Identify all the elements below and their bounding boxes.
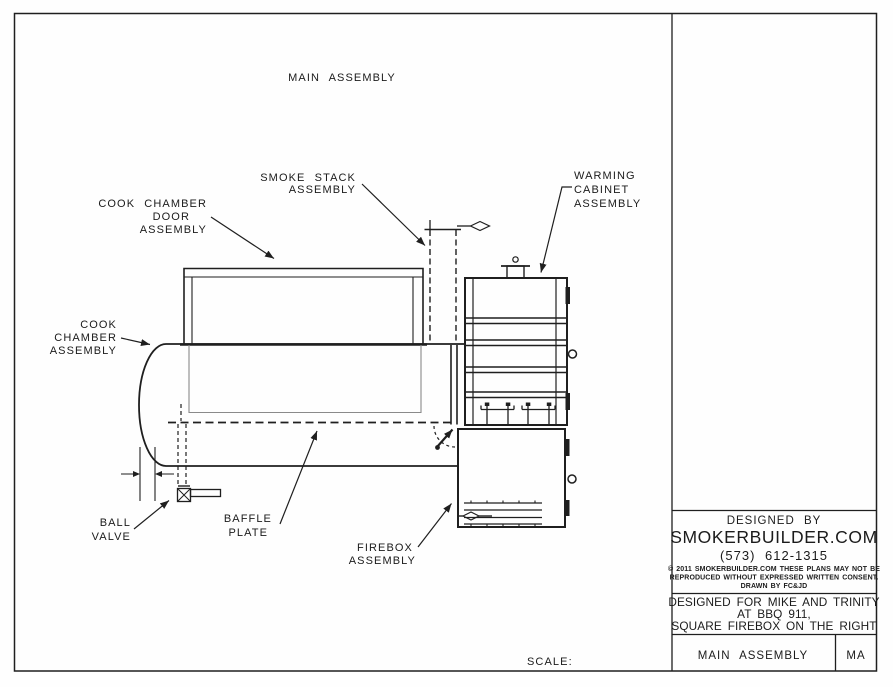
cabinet-hinge-top	[565, 287, 570, 304]
warming-cabinet-label: ASSEMBLY	[574, 198, 641, 210]
company-name: SMOKERBUILDER.COM	[670, 527, 878, 547]
tank-end-cap-arc	[138, 343, 167, 467]
leader-ball-valve	[133, 500, 170, 530]
firebox-air-vent	[458, 500, 542, 527]
designed-for-line: DESIGNED FOR MIKE AND TRINITY	[668, 595, 879, 609]
warming-cabinet-label: CABINET	[574, 184, 629, 196]
sheet-border	[13, 12, 878, 672]
sheet-frame	[13, 12, 878, 672]
dimension-arrowhead-right	[155, 471, 162, 477]
leader-cook-chamber	[120, 337, 151, 346]
smoke-stack-outline	[424, 220, 491, 425]
phone-number: (573) 612-1315	[720, 548, 828, 563]
title-block-dividers	[672, 509, 877, 636]
ball-valve-label: BALL	[100, 517, 131, 529]
stack-hidden-lines	[429, 230, 457, 344]
copyright-line: DRAWN BY FC&JD	[741, 583, 808, 590]
firebox-hinge-bottom	[565, 500, 570, 516]
cabinet-shelves	[466, 317, 566, 399]
ball-valve-assembly	[121, 424, 222, 503]
cabinet-vent-box	[506, 265, 525, 279]
firebox-body	[457, 428, 566, 528]
smoke-stack-label: ASSEMBLY	[289, 184, 356, 196]
warming-cabinet-label: WARMING	[574, 170, 636, 182]
cabinet-vent-knob	[512, 256, 519, 263]
leader-smoke-stack	[361, 183, 426, 246]
cook-chamber-outline	[138, 343, 466, 467]
warming-cabinet-outline	[464, 256, 578, 426]
valve-handle	[189, 488, 222, 498]
baffle-plate-label: PLATE	[228, 527, 268, 539]
leader-cook-chamber-door	[210, 216, 275, 260]
leader-firebox	[417, 503, 452, 548]
firebox-damper-lever	[433, 425, 456, 450]
firebox-hinge-top	[565, 439, 570, 456]
dimension-extension-lines	[139, 447, 156, 501]
dimension-arrowhead-left	[133, 471, 140, 477]
leader-lines	[120, 183, 572, 548]
title-block: DESIGNED BY SMOKERBUILDER.COM (573) 612-…	[668, 509, 880, 671]
copyright-line: © 2011 SMOKERBUILDER.COM THESE PLANS MAY…	[668, 565, 880, 573]
firebox-door-knob	[567, 474, 577, 484]
baffle-plate-label: BAFFLE	[224, 513, 272, 525]
cook-chamber-label: ASSEMBLY	[50, 345, 117, 357]
cook-chamber-door-label: DOOR	[153, 211, 190, 223]
door-opening-outline	[188, 345, 422, 414]
baffle-plate-lines	[168, 404, 453, 424]
scale-label: SCALE:	[527, 656, 573, 668]
cabinet-rack-foot-left	[480, 402, 515, 424]
cabinet-rack-foot-right	[521, 402, 556, 424]
valve-cross-detail	[177, 488, 191, 502]
stack-downpipe-lines	[450, 345, 458, 425]
cabinet-inner-walls	[472, 279, 557, 424]
designed-for-line: SQUARE FIREBOX ON THE RIGHT	[671, 619, 876, 633]
cook-chamber-label: CHAMBER	[54, 332, 117, 344]
sheet-title: MAIN ASSEMBLY	[698, 650, 808, 662]
cabinet-hinge-bottom	[565, 393, 570, 410]
copyright-line: REPRODUCED WITHOUT EXPRESSED WRITTEN CON…	[670, 575, 879, 582]
drawing-title: MAIN ASSEMBLY	[288, 72, 396, 84]
cabinet-door-knob	[567, 349, 578, 359]
designed-by-text: DESIGNED BY	[727, 515, 822, 527]
sheet-code: MA	[846, 650, 865, 662]
cook-chamber-door-label: ASSEMBLY	[140, 224, 207, 236]
vent-damper-handle	[461, 511, 481, 521]
cook-chamber-door-label: COOK CHAMBER	[98, 198, 207, 210]
stack-damper-handle	[469, 220, 491, 232]
valve-pipe-hidden-lines	[177, 424, 187, 486]
firebox-outline	[433, 425, 577, 528]
ball-valve-label: VALVE	[92, 531, 131, 543]
cabinet-body	[464, 277, 568, 426]
cook-chamber-label: COOK	[80, 319, 117, 331]
firebox-label: FIREBOX	[357, 542, 413, 554]
designed-for-line: AT BBQ 911,	[737, 607, 811, 621]
leader-baffle-plate	[279, 430, 318, 525]
leader-warming-cabinet	[539, 186, 572, 273]
smoke-stack-label: SMOKE STACK	[260, 172, 356, 184]
door-inner-side-lines	[191, 277, 414, 344]
cook-chamber-door-outline	[180, 267, 427, 414]
firebox-label: ASSEMBLY	[349, 555, 416, 567]
door-outer-rect	[183, 267, 424, 344]
